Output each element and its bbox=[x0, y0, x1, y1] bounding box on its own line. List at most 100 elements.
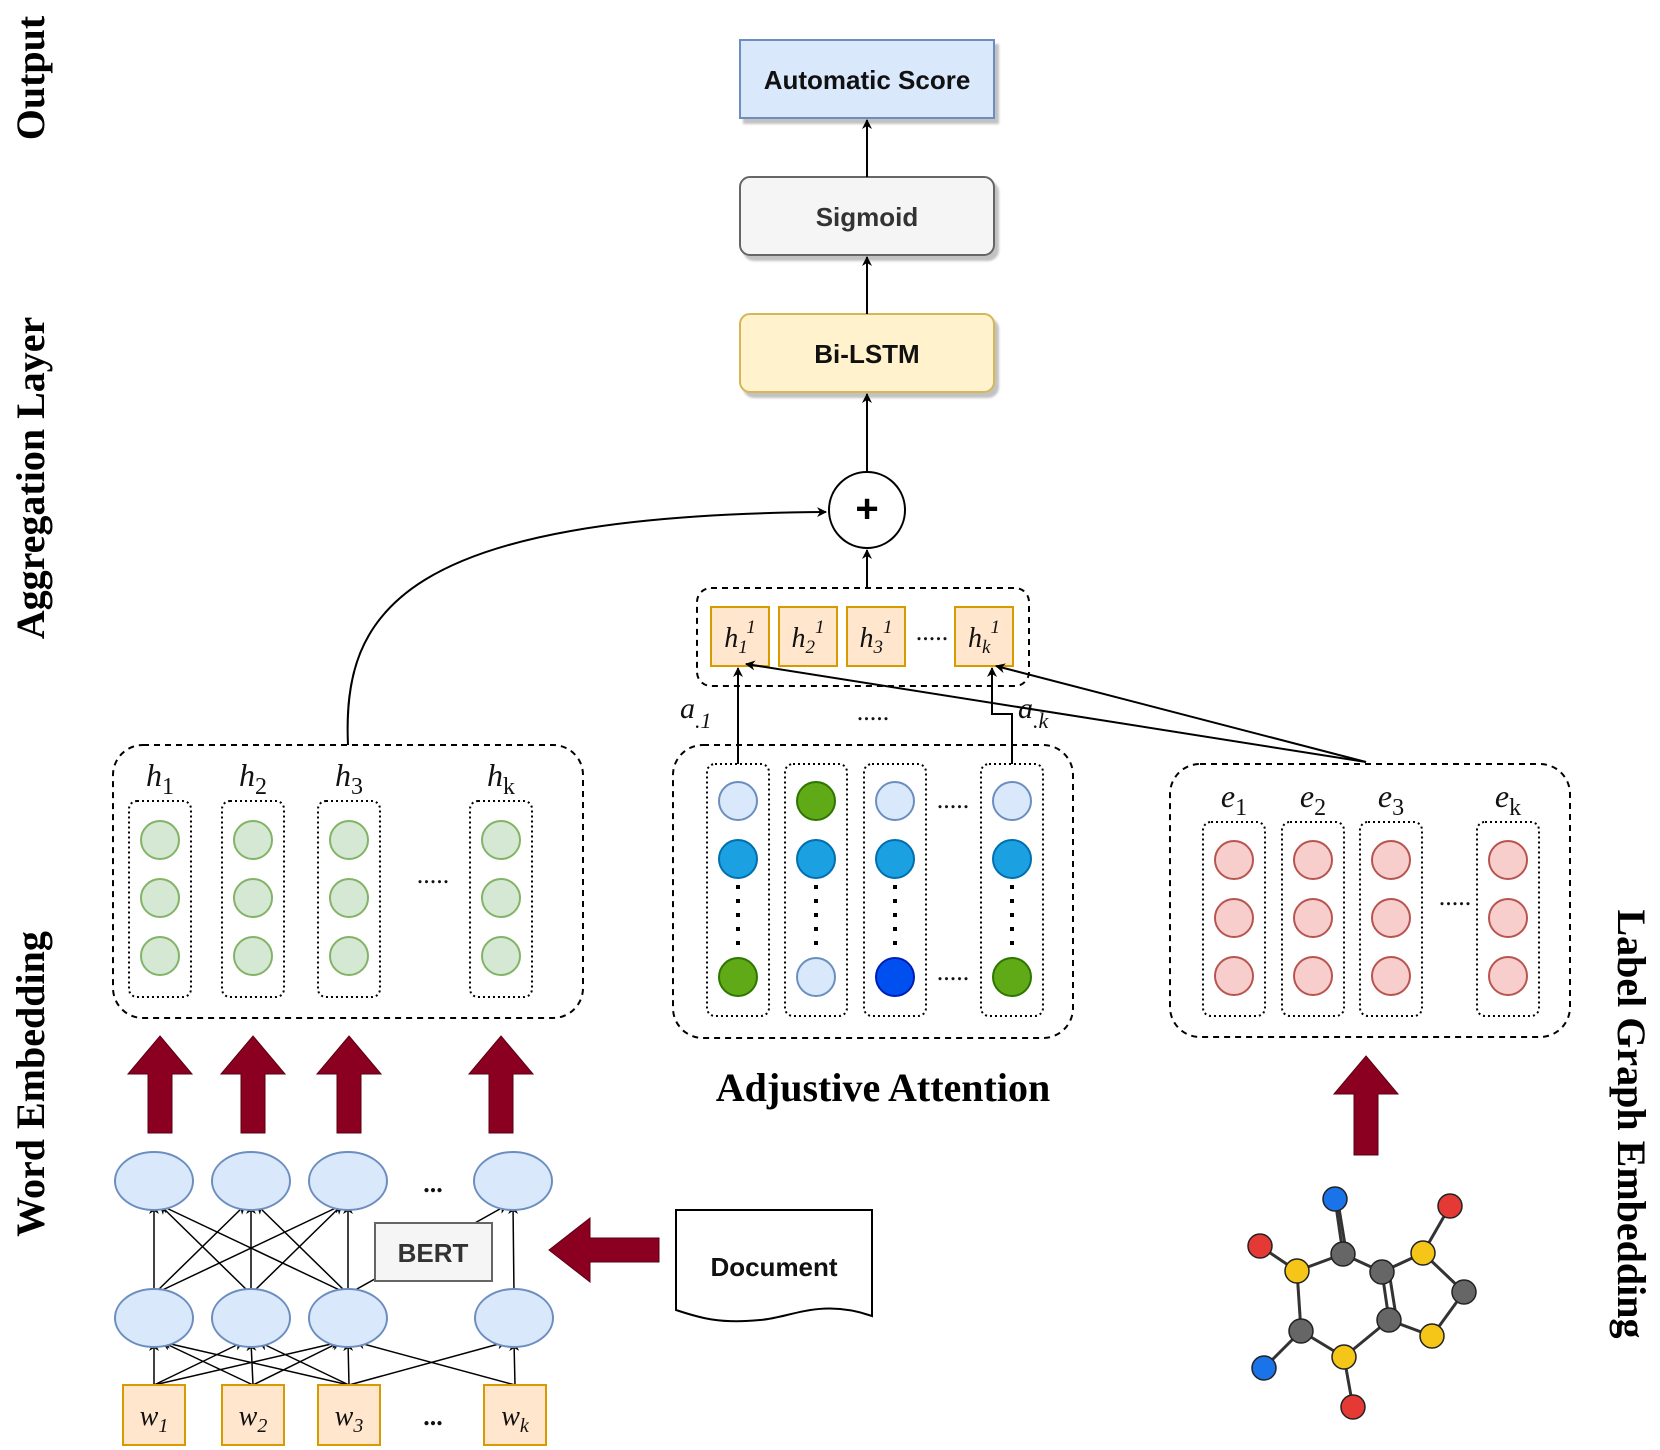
label-embedding-label: e1 bbox=[1221, 778, 1247, 821]
attention-column bbox=[706, 763, 770, 1017]
hidden-state-label: h3 bbox=[335, 757, 363, 800]
label-embedding-label: e2 bbox=[1300, 778, 1326, 821]
hidden-states-container bbox=[112, 744, 584, 1019]
attention-node bbox=[875, 781, 915, 821]
attention-node bbox=[796, 957, 836, 997]
label-embedding-node bbox=[1214, 840, 1254, 880]
bilstm-box: Bi-LSTM bbox=[739, 313, 995, 393]
bert-bottom-node bbox=[474, 1288, 554, 1348]
word-token: wk bbox=[483, 1384, 547, 1446]
attention-ellipsis-top: ..... bbox=[937, 785, 970, 814]
attention-weight-label: a.1 bbox=[680, 692, 712, 733]
molecule-atom bbox=[1330, 1241, 1356, 1267]
label-embedding-node bbox=[1488, 956, 1528, 996]
attention-weight-label: a.k bbox=[1018, 692, 1050, 733]
svg-text:w3: w3 bbox=[335, 1401, 364, 1437]
big-up-arrow bbox=[315, 1035, 383, 1134]
label-embedding-node bbox=[1488, 898, 1528, 938]
side-label-aggregation: Aggregation Layer bbox=[8, 317, 53, 640]
hidden-state-node bbox=[329, 820, 369, 860]
molecule-atom bbox=[1376, 1307, 1402, 1333]
bert-connection-arrow bbox=[153, 1204, 246, 1295]
attention-node bbox=[718, 957, 758, 997]
attention-node bbox=[796, 839, 836, 879]
word-to-bert-arrow bbox=[153, 1341, 244, 1386]
side-label-word-embedding: Word Embedding bbox=[8, 931, 53, 1237]
label-graph-molecule bbox=[1247, 1186, 1477, 1420]
word-token: w1 bbox=[122, 1384, 186, 1446]
molecule-atom bbox=[1340, 1394, 1366, 1420]
svg-text:wk: wk bbox=[501, 1401, 530, 1437]
automatic-score-box: Automatic Score bbox=[739, 39, 995, 119]
word-to-bert-arrow bbox=[161, 1341, 254, 1386]
attention-node bbox=[992, 957, 1032, 997]
svg-text:h21: h21 bbox=[792, 617, 825, 658]
label-embedding-node bbox=[1371, 840, 1411, 880]
word-ellipsis: ... bbox=[423, 1402, 443, 1431]
bert-top-node bbox=[473, 1151, 553, 1211]
arrow-skip-connection bbox=[346, 507, 827, 746]
bert-bottom-node bbox=[211, 1288, 291, 1348]
word-to-bert-arrow bbox=[252, 1341, 341, 1386]
attention-matrix-columns bbox=[706, 763, 1044, 1017]
svg-text:h31: h31 bbox=[860, 617, 893, 658]
label-embedding-column bbox=[1281, 821, 1345, 1017]
attention-column bbox=[863, 763, 927, 1017]
hidden-state-node bbox=[481, 936, 521, 976]
attention-matrix-container bbox=[672, 744, 1074, 1039]
word-to-bert-arrow bbox=[355, 1339, 516, 1386]
arrow-label-to-h1 bbox=[745, 660, 1367, 763]
big-left-arrow bbox=[548, 1216, 660, 1284]
hidden-state-node bbox=[233, 878, 273, 918]
molecule-atom bbox=[1437, 1193, 1463, 1219]
big-up-arrow bbox=[219, 1035, 287, 1134]
hidden-state-ellipsis: ..... bbox=[417, 860, 450, 889]
hidden-state-node bbox=[329, 936, 369, 976]
molecule-atom bbox=[1322, 1186, 1348, 1212]
arrow-attention-k bbox=[987, 667, 1013, 764]
label-embedding-label: e3 bbox=[1378, 778, 1404, 821]
automatic-score-label: Automatic Score bbox=[764, 65, 971, 95]
label-embedding-ellipsis: ..... bbox=[1439, 882, 1472, 911]
hidden-state-node bbox=[481, 820, 521, 860]
label-embedding-node bbox=[1214, 956, 1254, 996]
adjustive-attention-caption: Adjustive Attention bbox=[716, 1065, 1050, 1110]
label-embedding-node bbox=[1293, 956, 1333, 996]
molecule-atom bbox=[1331, 1344, 1357, 1370]
bert-connection-arrow bbox=[508, 1204, 519, 1295]
bert-connection-arrow bbox=[256, 1204, 349, 1295]
label-embedding-column bbox=[1359, 821, 1423, 1017]
molecule-atom bbox=[1369, 1259, 1395, 1285]
document-label: Document bbox=[710, 1252, 837, 1282]
hidden-state-node bbox=[140, 820, 180, 860]
bert-top-ellipsis: ... bbox=[423, 1169, 443, 1198]
hidden-state-label: hk bbox=[487, 757, 515, 800]
attended-state: h11 bbox=[710, 606, 770, 667]
sigmoid-box: Sigmoid bbox=[739, 176, 995, 256]
attended-ellipsis: ..... bbox=[916, 617, 949, 646]
hidden-state-columns: h1 h2 h3 hk bbox=[128, 757, 533, 998]
sigmoid-label: Sigmoid bbox=[816, 202, 919, 232]
word-to-bert-arrow bbox=[161, 1339, 350, 1386]
label-embedding-node bbox=[1488, 840, 1528, 880]
attention-node bbox=[718, 781, 758, 821]
word-to-bert-arrow bbox=[343, 1341, 354, 1386]
hidden-state-node bbox=[233, 936, 273, 976]
word-token: w3 bbox=[317, 1384, 381, 1446]
label-embedding-column bbox=[1476, 821, 1540, 1017]
molecule-atom bbox=[1410, 1240, 1436, 1266]
svg-text:w1: w1 bbox=[140, 1401, 169, 1437]
hidden-state-node bbox=[329, 878, 369, 918]
attended-state: hk1 bbox=[954, 606, 1014, 667]
attention-node bbox=[992, 839, 1032, 879]
label-embedding-node bbox=[1371, 956, 1411, 996]
bert-bottom-node bbox=[308, 1288, 388, 1348]
bert-bottom-node bbox=[114, 1288, 194, 1348]
label-embedding-node bbox=[1293, 898, 1333, 938]
molecule-atom bbox=[1284, 1258, 1310, 1284]
attention-node bbox=[875, 957, 915, 997]
hidden-state-label: h1 bbox=[146, 757, 174, 800]
label-embedding-node bbox=[1293, 840, 1333, 880]
attention-node bbox=[718, 839, 758, 879]
